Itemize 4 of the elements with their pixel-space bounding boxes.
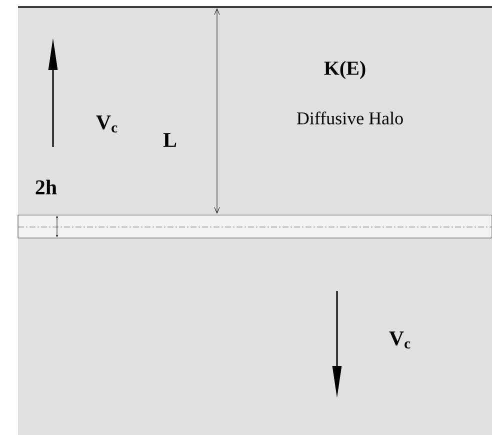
velocity-label: V$_{c}$: [389, 332, 410, 348]
velocity-label: V$_{c}$: [96, 116, 118, 132]
dimension-label: L: [163, 133, 176, 147]
dimension-label: 2h: [36, 180, 57, 194]
